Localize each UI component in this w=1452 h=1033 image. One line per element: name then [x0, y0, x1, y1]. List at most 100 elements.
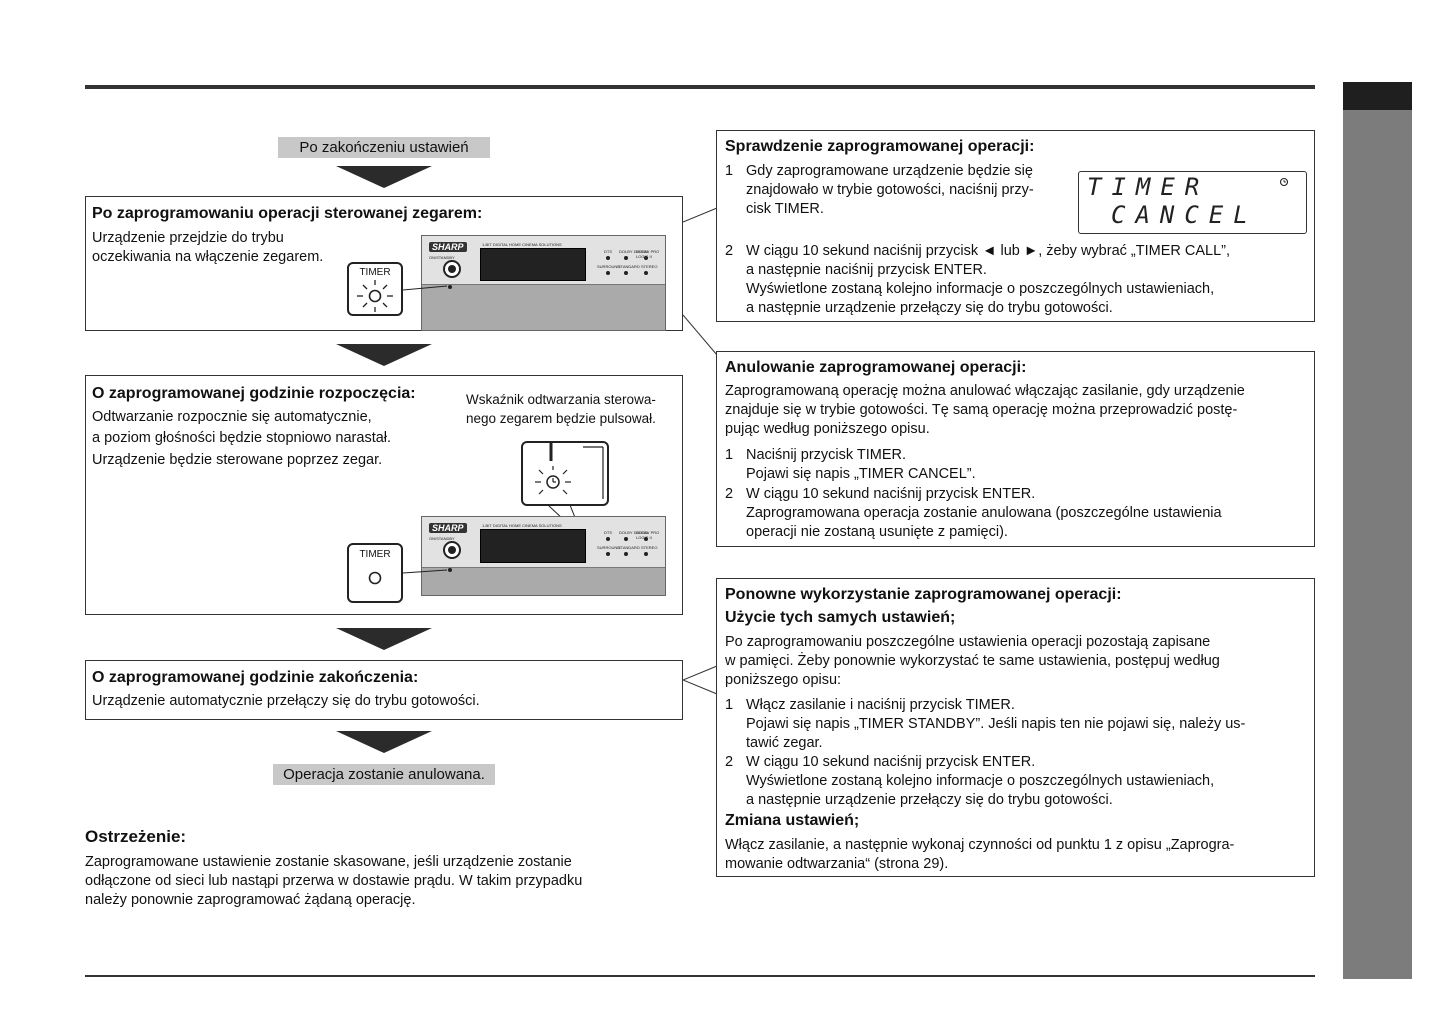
bottom-rule [85, 975, 1315, 977]
timer-indicator-callout-1: TIMER [347, 262, 403, 316]
check-step2-num: 2 [725, 243, 734, 259]
callout-pointer-1 [402, 285, 448, 291]
label-stereo: STEREO [641, 545, 658, 550]
label-surround: SURROUND [597, 264, 621, 269]
warning-title: Ostrzeżenie: [85, 827, 187, 846]
cancel-step2-line-3: operacji nie zostaną usunięte z pamięci)… [746, 524, 1008, 540]
reuse-intro: Po zaprogramowaniu poszczególne ustawien… [725, 633, 1220, 690]
box-check-operation: Sprawdzenie zaprogramowanej operacji: 1 … [716, 130, 1315, 322]
box2-line-1: Odtwarzanie rozpocznie się automatycznie… [92, 409, 372, 425]
box-end-time: O zaprogramowanej godzinie zakończenia: … [85, 660, 683, 720]
flow-arrow-1 [336, 166, 432, 188]
device-top-text: 1-BIT DIGITAL HOME CINEMA SOLUTIONS [482, 523, 562, 528]
reuse-step2-num: 2 [725, 754, 734, 770]
indicator-dot [606, 256, 610, 260]
reuse-change: Włącz zasilanie, a następnie wykonaj czy… [725, 836, 1234, 874]
label-standard: STANDARD [618, 264, 640, 269]
box2-note-line-1: Wskaźnik odtwarzania sterowa- [466, 392, 656, 407]
end-label: Operacja zostanie anulowana. [273, 764, 495, 785]
indicator-dot [644, 552, 648, 556]
check-step1-num: 1 [725, 163, 734, 179]
check-step2-line-2: a następnie naciśnij przycisk ENTER. [746, 262, 987, 278]
cancel-step1-line-2: Pojawi się napis „TIMER CANCEL”. [746, 466, 976, 482]
cancel-step1: Naciśnij przycisk TIMER. Pojawi się napi… [746, 446, 976, 484]
label-dolby-digital: DOLBY DIGITAL [619, 530, 649, 535]
warning-line-1: Zaprogramowane ustawienie zostanie skaso… [85, 854, 572, 870]
warning-line-2: odłączone od sieci lub nastąpi przerwa w… [85, 873, 583, 889]
pulsing-clock-icon [535, 443, 604, 499]
device-illustration-2: SHARP ON/STANDBY 1-BIT DIGITAL HOME CINE… [421, 516, 666, 596]
flow-arrow-4 [336, 731, 432, 753]
reuse-intro-line-2: w pamięci. Żeby ponownie wykorzystać te … [725, 653, 1220, 669]
brand-logo: SHARP [429, 242, 467, 252]
label-standard: STANDARD [618, 545, 640, 550]
flow-arrow-2 [336, 344, 432, 366]
cancel-title: Anulowanie zaprogramowanej operacji: [725, 359, 1027, 376]
label-dolby-prologic: DOLBY PRO LOGIC II [636, 530, 660, 540]
power-label: ON/STANDBY [429, 255, 455, 260]
box-reuse-operation: Ponowne wykorzystanie zaprogramowanej op… [716, 578, 1315, 877]
box1-line-1: Urządzenie przejdzie do trybu [92, 230, 284, 246]
reuse-step1-line-2: Pojawi się napis „TIMER STANDBY”. Jeśli … [746, 716, 1246, 732]
clock-icon [1279, 177, 1289, 187]
device-illustration-1: SHARP ON/STANDBY 1-BIT DIGITAL HOME CINE… [421, 235, 666, 331]
timer-callout-label: TIMER [359, 549, 391, 560]
cancel-step2-line-2: Zaprogramowana operacja zostanie anulowa… [746, 505, 1222, 521]
box2-line-2: a poziom głośności będzie stopniowo nara… [92, 430, 392, 446]
box2-note-line-2: nego zegarem będzie pulsował. [466, 411, 656, 426]
check-title: Sprawdzenie zaprogramowanej operacji: [725, 138, 1035, 155]
label-dts: DTS [604, 249, 612, 254]
box-cancel-operation: Anulowanie zaprogramowanej operacji: Zap… [716, 351, 1315, 547]
lcd-line-2: CANCEL [1111, 201, 1258, 229]
lcd-line-1: TIMER [1087, 173, 1210, 201]
reuse-change-line-1: Włącz zasilanie, a następnie wykonaj czy… [725, 837, 1235, 853]
warning-line-3: należy ponownie zaprogramować żądaną ope… [85, 892, 416, 908]
indicator-dot [624, 537, 628, 541]
reuse-step2-line-1: W ciągu 10 sekund naciśnij przycisk ENTE… [746, 754, 1036, 770]
reuse-change-line-2: mowanie odtwarzania“ (strona 29). [725, 856, 949, 872]
side-tab [1343, 82, 1412, 979]
cancel-step2-num: 2 [725, 486, 734, 502]
indicator-dot [606, 271, 610, 275]
label-dolby-prologic: DOLBY PRO LOGIC II [636, 249, 660, 259]
brand-logo: SHARP [429, 523, 467, 533]
check-step2-line-3: Wyświetlone zostaną kolejno informacje o… [746, 281, 1215, 297]
check-step2-line-1: W ciągu 10 sekund naciśnij przycisk ◄ lu… [746, 243, 1231, 259]
reuse-step1-line-3: tawić zegar. [746, 735, 823, 751]
lcd-display: TIMER CANCEL [1078, 171, 1307, 234]
box1-line-2: oczekiwania na włączenie zegarem. [92, 249, 324, 265]
top-rule [85, 85, 1315, 89]
indicator-dot [624, 552, 628, 556]
timer-callout-label: TIMER [359, 267, 391, 278]
cancel-intro: Zaprogramowaną operację można anulować w… [725, 382, 1245, 439]
box2-note: Wskaźnik odtwarzania sterowa- nego zegar… [466, 390, 656, 428]
box3-text: Urządzenie automatycznie przełączy się d… [92, 693, 480, 709]
reuse-step2-line-2: Wyświetlone zostaną kolejno informacje o… [746, 773, 1215, 789]
timer-led [448, 568, 452, 572]
warning-text: Zaprogramowane ustawienie zostanie skaso… [85, 853, 582, 910]
check-step1-line-1: Gdy zaprogramowane urządzenie będzie się [746, 163, 1033, 179]
callout-pointer-3 [402, 569, 448, 574]
box2-title: O zaprogramowanej godzinie rozpoczęcia: [92, 385, 416, 402]
connector-line-reuse [683, 665, 718, 695]
indicator-dot [644, 537, 648, 541]
label-surround: SURROUND [597, 545, 621, 550]
reuse-step1: Włącz zasilanie i naciśnij przycisk TIME… [746, 696, 1245, 753]
timer-led [448, 285, 452, 289]
reuse-step2-line-3: a następnie urządzenie przełączy się do … [746, 792, 1113, 808]
reuse-subtitle-same: Użycie tych samych ustawień; [725, 609, 956, 626]
cancel-step2: W ciągu 10 sekund naciśnij przycisk ENTE… [746, 485, 1222, 542]
connector-lines [683, 207, 718, 356]
timer-indicator-callout-2: TIMER [347, 543, 403, 603]
side-tab-marker [1343, 82, 1412, 110]
indicator-dot [606, 537, 610, 541]
indicator-dot [624, 256, 628, 260]
label-dts: DTS [604, 530, 612, 535]
power-label: ON/STANDBY [429, 536, 455, 541]
label-stereo: STEREO [641, 264, 658, 269]
box3-title: O zaprogramowanej godzinie zakończenia: [92, 669, 419, 686]
device-display [480, 529, 586, 563]
check-step1-line-2: znajdowało w trybie gotowości, naciśnij … [746, 182, 1034, 198]
cancel-step1-num: 1 [725, 447, 734, 463]
check-step1: Gdy zaprogramowane urządzenie będzie się… [746, 162, 1034, 219]
